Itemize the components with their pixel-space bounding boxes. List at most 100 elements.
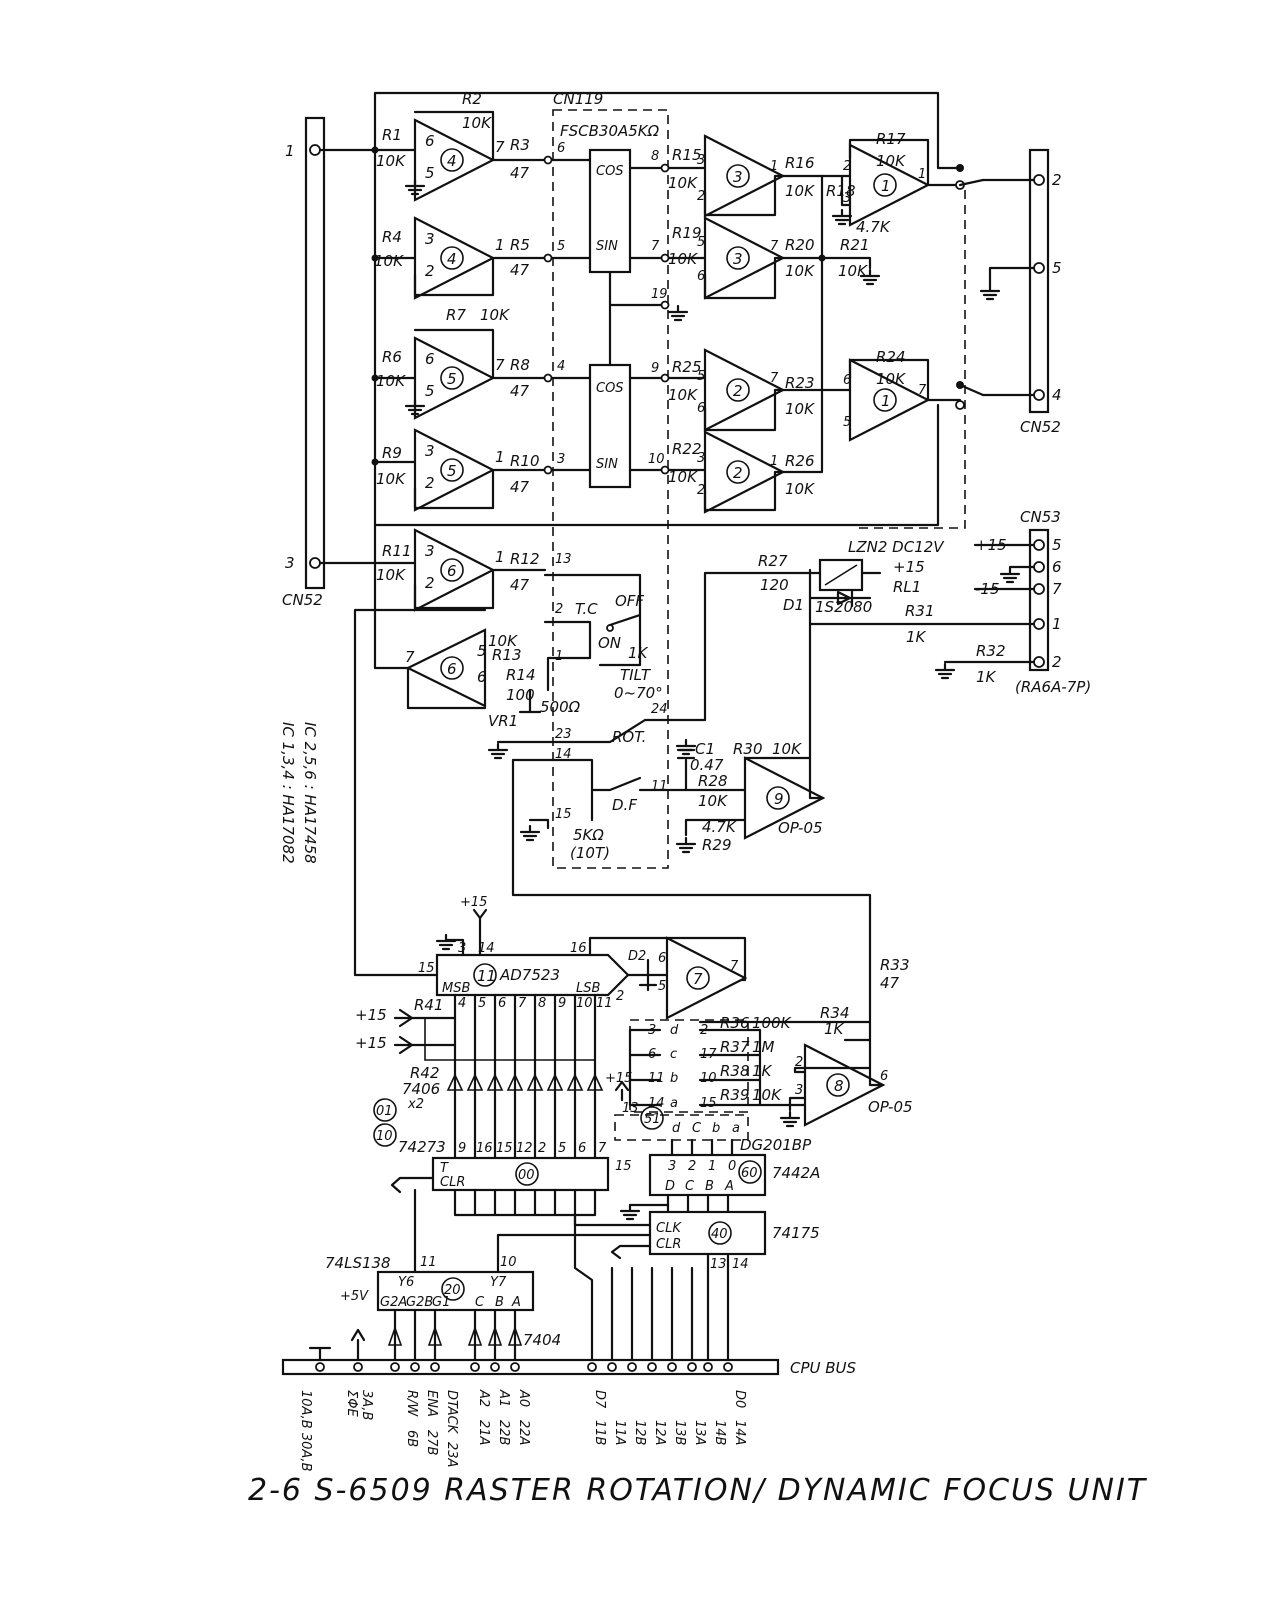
svg-text:OFF: OFF xyxy=(615,592,644,610)
connector-cn52-left: 1 3 CN52 xyxy=(282,116,326,609)
svg-text:2: 2 xyxy=(697,189,705,204)
svg-text:10K: 10K xyxy=(752,1086,782,1104)
cn53-label: CN53 xyxy=(1020,508,1061,526)
svg-text:1K: 1K xyxy=(628,644,649,662)
svg-text:2: 2 xyxy=(697,483,705,498)
svg-text:500Ω: 500Ω xyxy=(540,698,581,716)
svg-text:20: 20 xyxy=(444,1283,461,1298)
svg-text:+15: +15 xyxy=(975,536,1007,554)
svg-text:T.C: T.C xyxy=(575,600,598,618)
svg-text:5: 5 xyxy=(477,642,487,660)
svg-text:1: 1 xyxy=(495,236,505,254)
svg-text:R31: R31 xyxy=(905,602,935,620)
svg-text:D.F: D.F xyxy=(612,796,637,814)
svg-text:10K: 10K xyxy=(876,152,906,170)
svg-text:10K: 10K xyxy=(376,566,406,584)
connector-cn53: 5 6 7 1 2 CN53 (RA6A-7P) xyxy=(1015,508,1091,696)
svg-text:5: 5 xyxy=(697,235,705,250)
svg-text:R37: R37 xyxy=(720,1038,750,1056)
svg-text:24: 24 xyxy=(651,702,668,717)
svg-text:10K: 10K xyxy=(876,370,906,388)
svg-text:A: A xyxy=(511,1295,521,1310)
svg-text:C: C xyxy=(692,1121,702,1136)
cn53-part-label: (RA6A-7P) xyxy=(1015,678,1091,696)
svg-text:11: 11 xyxy=(648,1071,665,1086)
svg-text:IC 2,5,6 : HA17458: IC 2,5,6 : HA17458 xyxy=(301,722,319,864)
svg-text:R16: R16 xyxy=(785,154,815,172)
svg-text:10K: 10K xyxy=(785,262,815,280)
svg-text:b: b xyxy=(712,1121,720,1136)
svg-text:R12: R12 xyxy=(510,550,540,568)
svg-text:2: 2 xyxy=(733,464,743,482)
svg-text:3: 3 xyxy=(285,554,295,572)
svg-text:23: 23 xyxy=(555,727,572,742)
svg-text:10K: 10K xyxy=(462,114,492,132)
svg-text:A1: A1 xyxy=(496,1389,511,1407)
cn52-right-label: CN52 xyxy=(1020,418,1061,436)
opamp-3b: 3 567 xyxy=(697,216,824,300)
svg-text:B: B xyxy=(495,1295,504,1310)
svg-text:6: 6 xyxy=(477,668,487,686)
svg-text:1: 1 xyxy=(881,392,891,410)
svg-text:1S2080: 1S2080 xyxy=(815,598,872,616)
svg-text:OP-05: OP-05 xyxy=(868,1098,913,1116)
svg-text:4: 4 xyxy=(447,250,457,268)
svg-text:47: 47 xyxy=(510,164,530,182)
svg-text:CN119: CN119 xyxy=(553,90,603,108)
svg-text:d: d xyxy=(670,1023,679,1038)
svg-text:1K: 1K xyxy=(752,1062,773,1080)
svg-text:5: 5 xyxy=(447,462,457,480)
opamp-1b: 1 657 xyxy=(843,358,962,442)
svg-text:74LS138: 74LS138 xyxy=(325,1254,391,1272)
svg-text:R1: R1 xyxy=(382,126,402,144)
svg-text:5: 5 xyxy=(1052,259,1062,277)
svg-text:R42: R42 xyxy=(410,1064,440,1082)
svg-text:CLK: CLK xyxy=(656,1221,682,1236)
svg-text:2: 2 xyxy=(688,1159,696,1174)
svg-text:3: 3 xyxy=(425,442,435,460)
svg-text:6: 6 xyxy=(843,373,851,388)
svg-text:D7: D7 xyxy=(592,1390,607,1409)
svg-text:6: 6 xyxy=(648,1047,656,1062)
opamp-8: 8 236 OP-05 xyxy=(779,1038,913,1128)
svg-text:15: 15 xyxy=(418,961,435,976)
opamp-1a: 1 231 xyxy=(820,138,962,227)
svg-text:R29: R29 xyxy=(702,836,732,854)
svg-text:C1: C1 xyxy=(695,740,715,758)
svg-text:R26: R26 xyxy=(785,452,815,470)
svg-text:6: 6 xyxy=(447,660,457,678)
svg-text:10A,B 30A,B: 10A,B 30A,B xyxy=(298,1390,313,1472)
svg-text:+15: +15 xyxy=(355,1034,387,1052)
svg-text:R19: R19 xyxy=(672,224,702,242)
svg-text:7: 7 xyxy=(405,648,415,666)
cpu-bus: CPU BUS xyxy=(281,1358,857,1377)
svg-text:2: 2 xyxy=(425,474,435,492)
svg-text:R27: R27 xyxy=(758,552,788,570)
svg-text:C: C xyxy=(475,1295,485,1310)
svg-text:6: 6 xyxy=(578,1141,586,1156)
svg-text:6: 6 xyxy=(557,141,565,156)
svg-text:0.47: 0.47 xyxy=(690,756,724,774)
svg-text:G1: G1 xyxy=(432,1295,450,1310)
svg-text:5: 5 xyxy=(425,164,435,182)
svg-text:22B: 22B xyxy=(496,1420,511,1446)
svg-text:3: 3 xyxy=(648,1023,656,1038)
svg-text:7: 7 xyxy=(598,1141,607,1156)
svg-text:7: 7 xyxy=(495,356,505,374)
svg-text:14: 14 xyxy=(478,941,495,956)
svg-text:4.7K: 4.7K xyxy=(856,218,891,236)
svg-text:a: a xyxy=(670,1096,678,1111)
opamp-6a: 6 321 xyxy=(318,528,547,612)
svg-text:2: 2 xyxy=(425,574,435,592)
svg-text:6: 6 xyxy=(658,951,666,966)
svg-text:R6: R6 xyxy=(382,348,402,366)
bus-taps xyxy=(315,1362,733,1372)
svg-text:8: 8 xyxy=(834,1077,844,1095)
svg-text:7: 7 xyxy=(651,239,660,254)
svg-text:AD7523: AD7523 xyxy=(499,966,560,984)
svg-text:14: 14 xyxy=(648,1096,665,1111)
svg-text:7: 7 xyxy=(730,959,739,974)
input-resistor-labels: R1 10K R2 10K R3 47 R4 10K R5 47 R6 10K … xyxy=(374,90,540,704)
